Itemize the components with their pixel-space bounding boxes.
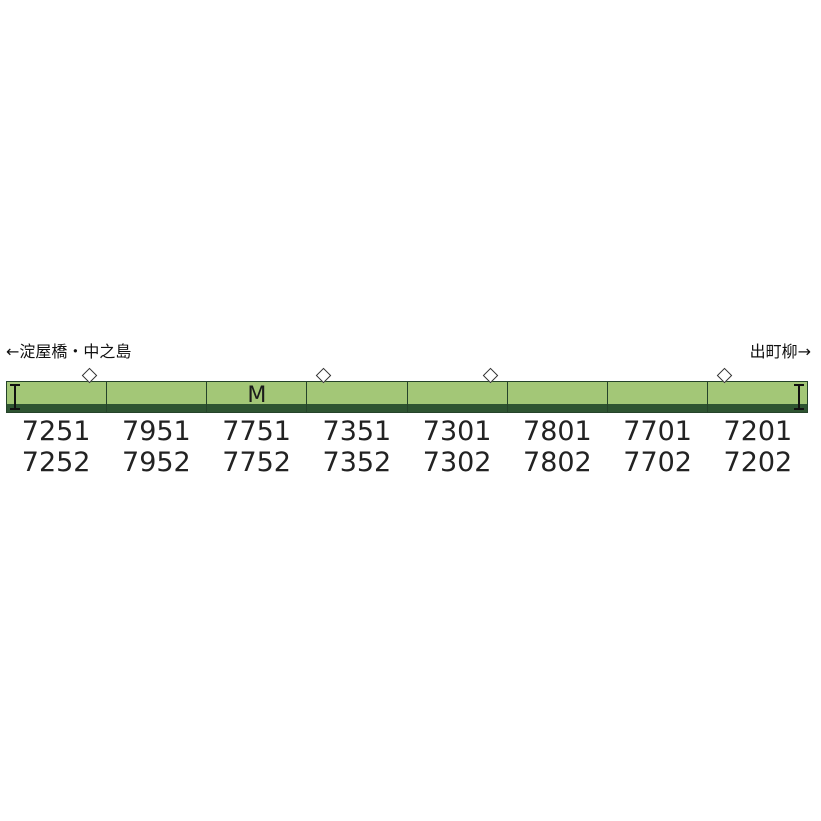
car-8: [706, 367, 808, 413]
pantograph-icon: [482, 367, 498, 384]
car-number-bottom: 7252: [21, 447, 91, 478]
cab-end-icon: [794, 383, 804, 411]
car-number-4: 7351 7352: [307, 416, 407, 478]
car-2: [106, 381, 207, 413]
pantograph-icon: [316, 367, 332, 384]
car-number-1: 7251 7252: [6, 416, 106, 478]
car-3: M: [206, 381, 307, 413]
car-number-bottom: 7952: [122, 447, 191, 478]
car-5: [406, 367, 507, 413]
car-6: [506, 381, 607, 413]
car-number-6: 7801 7802: [507, 416, 607, 478]
direction-right-label: 出町柳→: [749, 342, 811, 361]
car-number-top: 7251: [21, 416, 91, 447]
pantograph-icon: [81, 367, 98, 384]
car-number-bottom: 7202: [723, 447, 793, 478]
car-number-8: 7201 7202: [708, 416, 808, 478]
car-number-top: 7201: [723, 416, 793, 447]
car-number-bottom: 7752: [222, 447, 291, 478]
pantograph-icon: [716, 367, 733, 384]
car-7: [606, 381, 707, 413]
car-number-2: 7951 7952: [106, 416, 206, 478]
car-number-top: 7801: [523, 416, 592, 447]
car-1: [6, 367, 107, 413]
car-number-row: 7251 7252 7951 7952 7751 7752 7351 7352 …: [6, 416, 808, 478]
car-number-bottom: 7802: [523, 447, 592, 478]
car-number-7: 7701 7702: [608, 416, 708, 478]
car-number-bottom: 7702: [623, 447, 692, 478]
car-number-top: 7701: [623, 416, 692, 447]
car-number-3: 7751 7752: [207, 416, 307, 478]
car-number-top: 7351: [322, 416, 392, 447]
car-number-5: 7301 7302: [407, 416, 507, 478]
car-number-top: 7751: [222, 416, 291, 447]
motor-car-label: M: [247, 383, 267, 408]
car-4: [306, 367, 407, 413]
direction-left-label: ←淀屋橋・中之島: [6, 342, 132, 361]
cab-end-icon: [10, 383, 20, 411]
car-number-bottom: 7352: [322, 447, 392, 478]
car-number-top: 7951: [122, 416, 191, 447]
car-number-top: 7301: [422, 416, 492, 447]
car-number-bottom: 7302: [422, 447, 492, 478]
train-formation: M: [6, 367, 808, 413]
